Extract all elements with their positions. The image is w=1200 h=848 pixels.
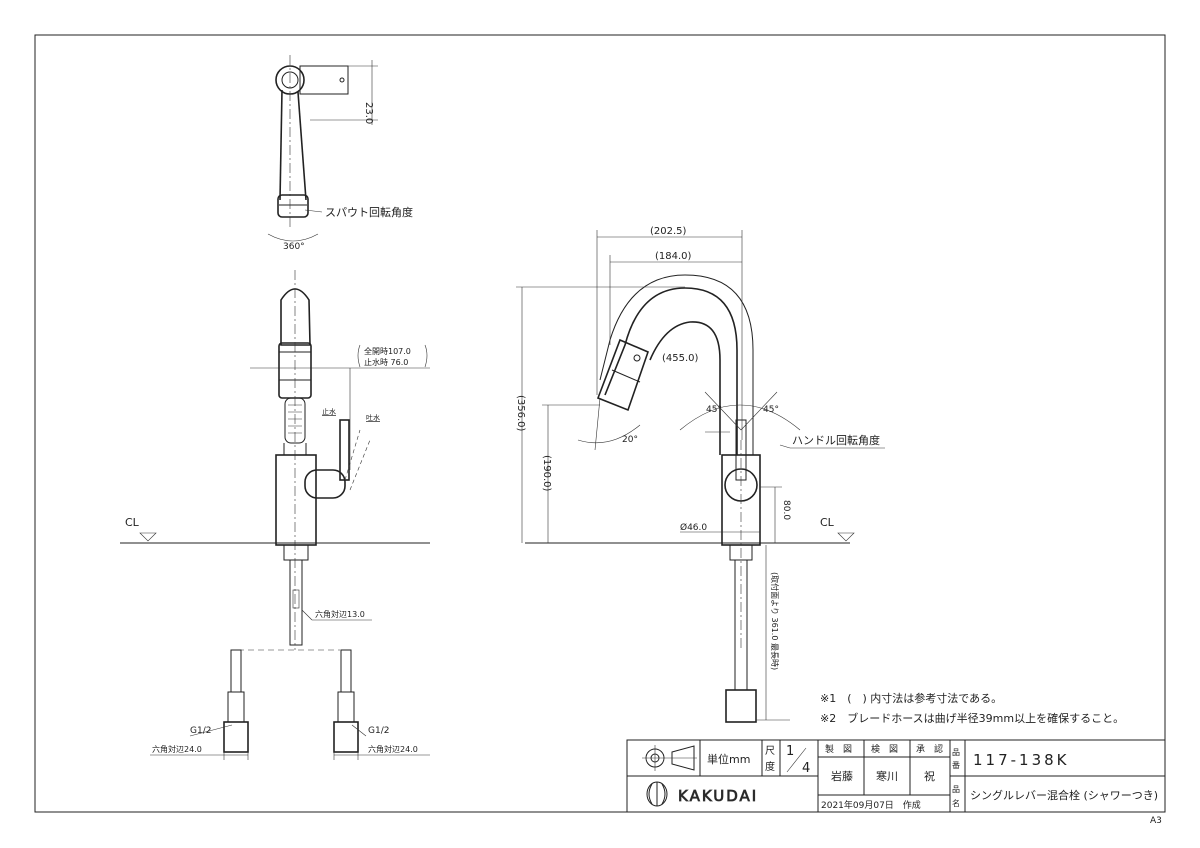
part-number: 117-138K: [973, 751, 1070, 769]
part-no-header-1: 品: [952, 748, 960, 757]
cl-label-side: CL: [820, 516, 835, 529]
note-1: ※1 ( ) 内寸法は参考寸法である。: [820, 691, 1002, 705]
projection-symbol-icon: [642, 745, 697, 771]
spout-rotation-angle: 360°: [283, 242, 305, 252]
hex-small-label: 六角対辺13.0: [315, 609, 365, 619]
scale-label-1: 尺: [765, 745, 775, 757]
part-no-header-2: 番: [952, 760, 960, 770]
checked-by: 寒川: [876, 769, 898, 783]
kakudai-logo: KAKUDAI: [646, 781, 758, 807]
flow-stop-dim: 止水時 76.0: [364, 357, 408, 367]
angle-right: 45°: [763, 405, 779, 415]
part-name-header-2: 名: [952, 798, 960, 808]
thread-left-label: G1/2: [190, 726, 211, 736]
brand-name: KAKUDAI: [678, 787, 758, 805]
unit-label: 単位mm: [707, 752, 750, 766]
drawn-by: 岩藤: [831, 769, 853, 783]
angle-left: 45°: [706, 405, 722, 415]
cl-label-front: CL: [125, 516, 140, 529]
front-view: 全開時107.0 止水時 76.0 止水 吐水 CL 六角対辺13.0 G1/2…: [120, 270, 430, 760]
spout-rotation-label: スパウト回転角度: [325, 205, 413, 219]
thread-right-label: G1/2: [368, 726, 389, 736]
discharge-label: 吐水: [366, 413, 380, 422]
dim-reach: (184.0): [655, 251, 692, 262]
scale-den: 4: [802, 761, 810, 776]
dim-height: (356.0): [515, 395, 526, 432]
scale-num: 1: [786, 744, 794, 759]
dim-reach-total: (202.5): [650, 226, 687, 237]
hex-right-label: 六角対辺24.0: [368, 744, 418, 754]
top-view: 23.0 スパウト回転角度 360°: [267, 55, 413, 252]
top-dim-height: 23.0: [363, 102, 374, 124]
approved-by: 祝: [924, 769, 935, 783]
date-created: 2021年09月07日 作成: [821, 799, 921, 811]
stop-label: 止水: [322, 407, 336, 416]
title-block: 単位mm 尺 度 1 4 製 図 検 図 承 認 岩藤 寒川 祝 2021年09…: [626, 739, 1166, 813]
part-name-header-1: 品: [952, 785, 960, 794]
dim-hose: (455.0): [662, 353, 699, 364]
dia-label: Ø46.0: [680, 522, 707, 533]
scale-label-2: 度: [765, 760, 775, 773]
sheet-border: [34, 34, 1166, 813]
checked-header: 検 図: [871, 743, 898, 755]
note-2: ※2 ブレードホースは曲げ半径39mm以上を確保すること。: [820, 711, 1124, 725]
hex-left-label: 六角対辺24.0: [152, 744, 202, 754]
nozzle-angle: 20°: [622, 435, 638, 445]
flow-full-dim: 全開時107.0: [364, 346, 411, 356]
side-view: CL (202.5) (184.0) (455.0) (356.0) (190.…: [515, 226, 885, 723]
approved-header: 承 認: [916, 743, 943, 755]
sheet-size: A3: [1150, 816, 1162, 826]
handle-rotation-label: ハンドル回転角度: [792, 433, 880, 447]
drawn-header: 製 図: [825, 743, 852, 755]
dim-body: 80.0: [781, 500, 791, 520]
part-name: シングルレバー混合栓 (シャワーつき): [970, 788, 1158, 802]
dim-hose-length: (取付面より 361.0 最長時): [770, 572, 780, 670]
dim-spout-height: (190.0): [541, 455, 552, 492]
